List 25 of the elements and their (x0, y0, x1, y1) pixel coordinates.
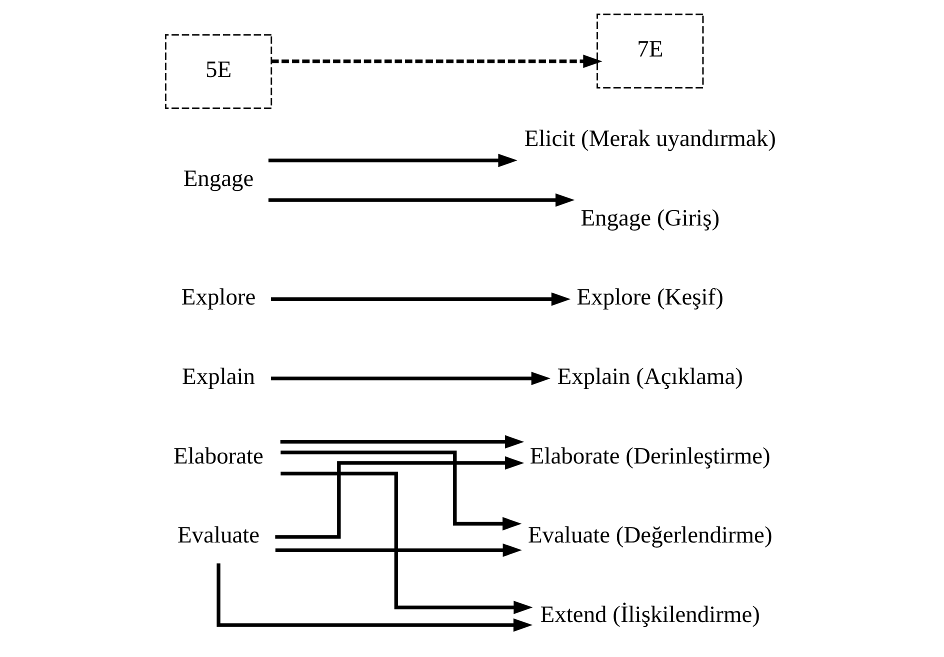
arrow (280, 435, 524, 449)
node-text: Explore (180, 284, 256, 311)
node-text: Elaborate (173, 443, 263, 470)
node-text: Evaluate (Değerlendirme) (527, 522, 772, 549)
arrow (274, 456, 524, 539)
arrow (216, 563, 532, 632)
arrow (280, 450, 522, 530)
node-text: Evaluate (176, 522, 260, 549)
node-box: 7E (596, 14, 704, 88)
node-box: 5E (164, 34, 272, 110)
arrow (274, 543, 522, 557)
node-text: Explain (Açıklama) (556, 364, 742, 390)
node-text: Elicit (Merak uyandırmak) (524, 126, 776, 152)
arrow (268, 154, 517, 168)
arrow (268, 193, 574, 207)
node-text: Elaborate (Derinleştirme) (529, 443, 770, 470)
arrow (280, 472, 532, 614)
arrow (270, 292, 570, 306)
arrow (270, 372, 550, 386)
node-text: Engage (182, 166, 254, 192)
node-text: Explore (Keşif) (576, 284, 723, 311)
node-text: Explain (182, 364, 255, 390)
node-text: Extend (İlişkilendirme) (540, 602, 760, 628)
node-text: Engage (Giriş) (580, 205, 720, 232)
arrow (270, 54, 602, 68)
